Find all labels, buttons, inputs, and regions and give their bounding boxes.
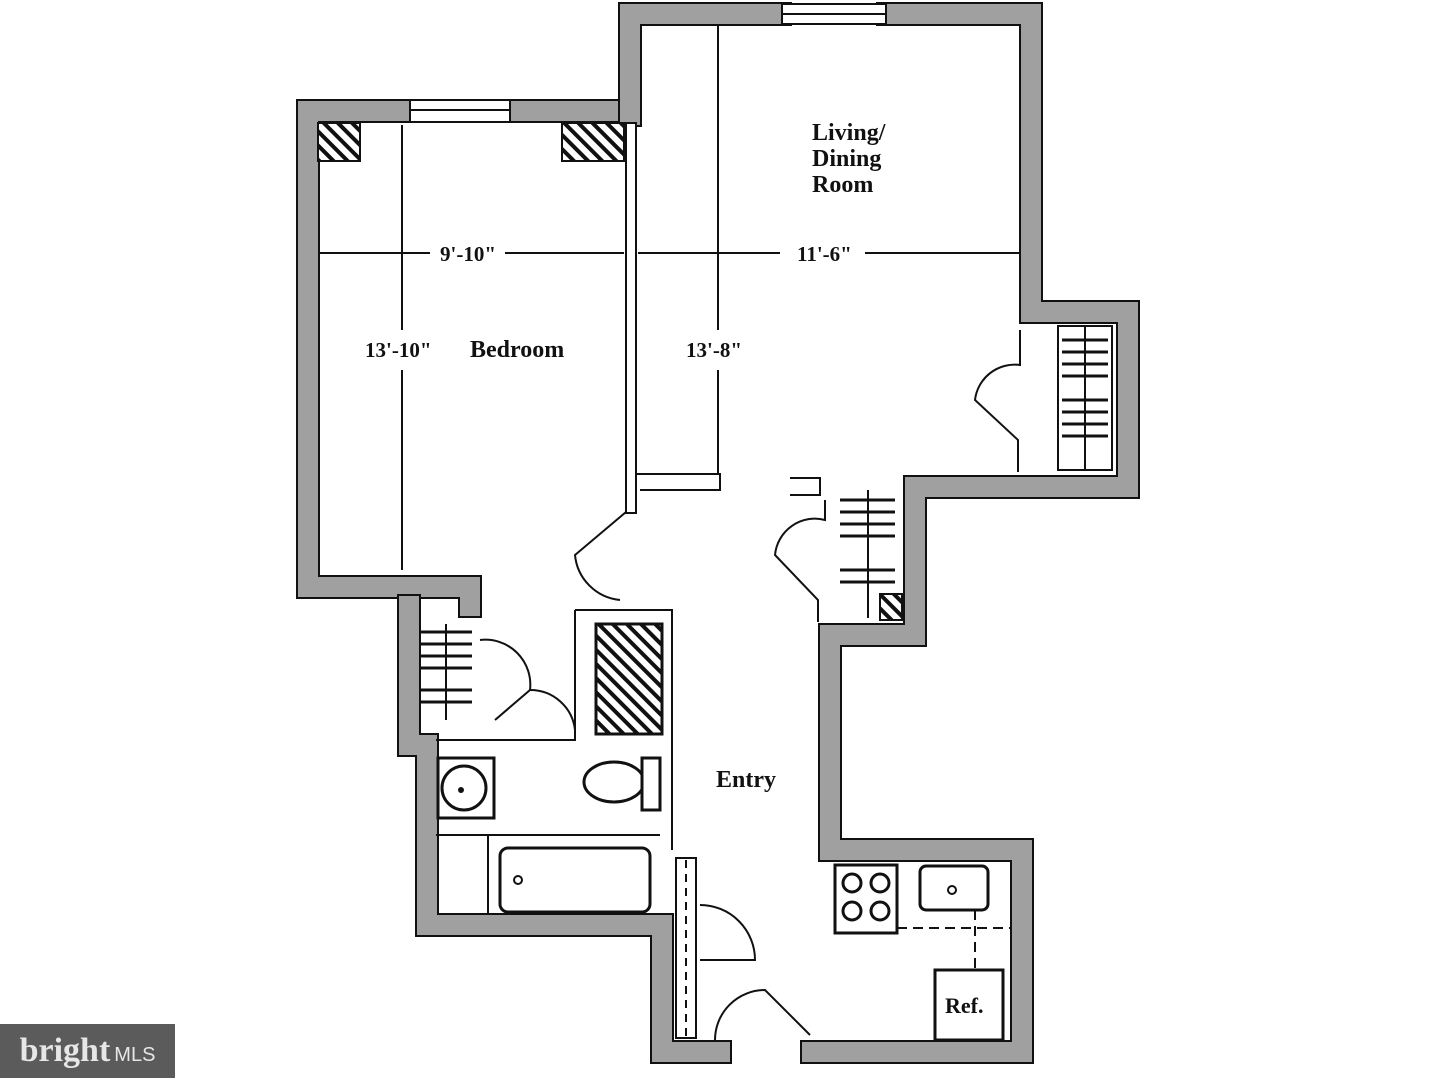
living-room-label-line2: Dining [812, 146, 881, 172]
logo-brand: bright [19, 1032, 111, 1069]
toilet-icon [582, 760, 646, 804]
windows [409, 3, 887, 123]
doors [479, 330, 1021, 1041]
bedroom-width-dimension: 9'-10" [440, 242, 496, 266]
columns [317, 122, 664, 736]
refrigerator-icon [933, 968, 1005, 1042]
fixtures [436, 756, 1012, 1042]
refrigerator-label: Ref. [945, 993, 983, 1018]
living-length-dimension: 13'-8" [686, 338, 742, 362]
entry-label: Entry [716, 767, 776, 793]
stove-icon [833, 863, 899, 935]
living-room-label-line1: Living/ [812, 120, 886, 146]
interior-walls [436, 122, 821, 1039]
living-room-label-line3: Room [812, 172, 873, 198]
bedroom-length-dimension: 13'-10" [365, 338, 432, 362]
closets [420, 325, 1113, 720]
dimension-lines [318, 25, 1020, 570]
sink-icon [440, 764, 488, 812]
kitchen-sink-icon [918, 864, 990, 912]
bathtub-icon [498, 846, 652, 914]
bright-mls-logo: bright MLS [0, 1024, 175, 1078]
bedroom-label: Bedroom [470, 337, 564, 363]
logo-suffix: MLS [114, 1043, 156, 1066]
living-width-dimension: 11'-6" [797, 242, 852, 266]
